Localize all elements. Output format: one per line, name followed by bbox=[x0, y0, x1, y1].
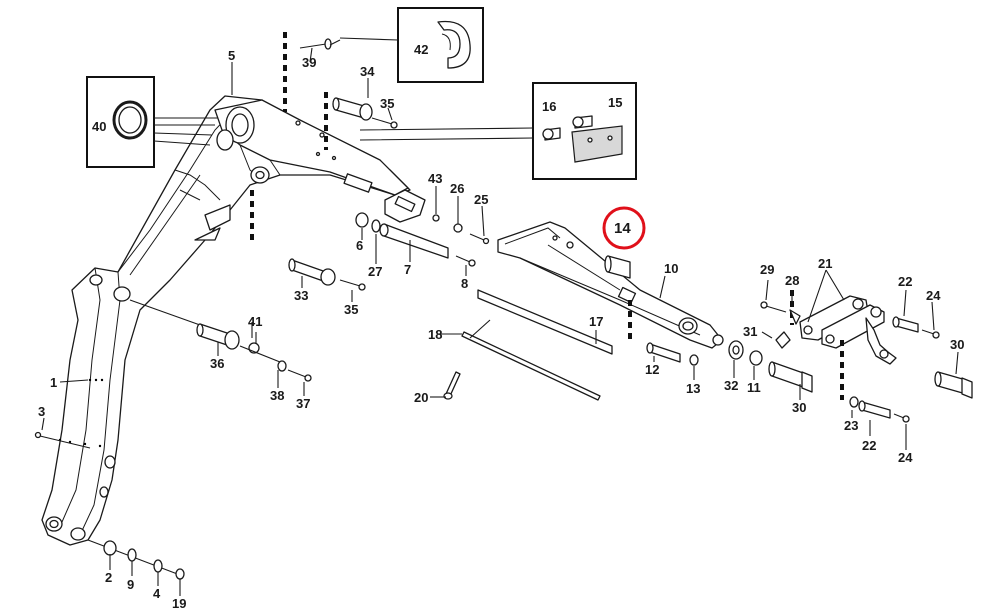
pin-14 bbox=[604, 255, 631, 279]
label-30a[interactable]: 30 bbox=[792, 400, 806, 415]
part-36 bbox=[129, 299, 260, 354]
parts-38-37 bbox=[239, 345, 312, 382]
parts-6-27 bbox=[355, 212, 381, 233]
part-18 bbox=[461, 319, 601, 401]
label-16[interactable]: 16 bbox=[542, 99, 556, 114]
label-6[interactable]: 6 bbox=[356, 238, 363, 253]
label-36[interactable]: 36 bbox=[210, 356, 224, 371]
label-32[interactable]: 32 bbox=[724, 378, 738, 393]
link-assembly bbox=[799, 295, 897, 365]
inset-box-40 bbox=[86, 76, 218, 168]
parts-22-24-bottom bbox=[849, 396, 910, 423]
label-19[interactable]: 19 bbox=[172, 596, 186, 611]
label-4[interactable]: 4 bbox=[153, 586, 161, 601]
label-39[interactable]: 39 bbox=[302, 55, 316, 70]
boom-assembly bbox=[41, 95, 426, 546]
label-26[interactable]: 26 bbox=[450, 181, 464, 196]
label-24b[interactable]: 24 bbox=[898, 450, 913, 465]
label-7[interactable]: 7 bbox=[404, 262, 411, 277]
part-labels: 1 2 3 4 5 6 7 8 9 10 11 12 13 14 15 16 1… bbox=[38, 42, 964, 611]
label-40[interactable]: 40 bbox=[92, 119, 106, 134]
label-23[interactable]: 23 bbox=[844, 418, 858, 433]
part-33 bbox=[288, 258, 366, 291]
part-34 bbox=[332, 97, 373, 121]
label-27[interactable]: 27 bbox=[368, 264, 382, 279]
label-38[interactable]: 38 bbox=[270, 388, 284, 403]
label-20[interactable]: 20 bbox=[414, 390, 428, 405]
part-7 bbox=[379, 223, 476, 267]
part-35-top bbox=[371, 117, 398, 129]
label-12[interactable]: 12 bbox=[645, 362, 659, 377]
parts-12-13 bbox=[646, 342, 699, 366]
label-21[interactable]: 21 bbox=[818, 256, 832, 271]
label-30b[interactable]: 30 bbox=[950, 337, 964, 352]
label-42[interactable]: 42 bbox=[414, 42, 428, 57]
label-11[interactable]: 11 bbox=[747, 380, 761, 395]
label-13[interactable]: 13 bbox=[686, 381, 700, 396]
label-8[interactable]: 8 bbox=[461, 276, 468, 291]
label-1[interactable]: 1 bbox=[50, 375, 57, 390]
part-30-b bbox=[934, 371, 973, 399]
label-2[interactable]: 2 bbox=[105, 570, 112, 585]
part-3 bbox=[34, 431, 91, 449]
parts-29-28 bbox=[760, 301, 801, 325]
part-17 bbox=[477, 289, 613, 355]
part-30-a bbox=[768, 361, 813, 393]
label-28[interactable]: 28 bbox=[785, 273, 799, 288]
label-24a[interactable]: 24 bbox=[926, 288, 941, 303]
label-35b[interactable]: 35 bbox=[344, 302, 358, 317]
label-29[interactable]: 29 bbox=[760, 262, 774, 277]
label-35a[interactable]: 35 bbox=[380, 96, 394, 111]
label-15[interactable]: 15 bbox=[608, 95, 622, 110]
inset-box-42 bbox=[339, 7, 484, 83]
label-18[interactable]: 18 bbox=[428, 327, 442, 342]
arm-assembly bbox=[497, 221, 724, 349]
label-22a[interactable]: 22 bbox=[898, 274, 912, 289]
label-34[interactable]: 34 bbox=[360, 64, 375, 79]
leader-lines bbox=[41, 39, 959, 596]
label-9[interactable]: 9 bbox=[127, 577, 134, 592]
label-17[interactable]: 17 bbox=[589, 314, 603, 329]
label-22b[interactable]: 22 bbox=[862, 438, 876, 453]
label-10[interactable]: 10 bbox=[664, 261, 678, 276]
label-25[interactable]: 25 bbox=[474, 192, 488, 207]
part-20 bbox=[443, 371, 461, 400]
label-3[interactable]: 3 bbox=[38, 404, 45, 419]
inset-box-15-16 bbox=[359, 82, 637, 180]
parts-43-26-25 bbox=[432, 214, 490, 245]
parts-32-11-31 bbox=[728, 331, 791, 366]
parts-22-24-right bbox=[892, 316, 940, 339]
label-37[interactable]: 37 bbox=[296, 396, 310, 411]
label-14[interactable]: 14 bbox=[614, 220, 631, 237]
label-31[interactable]: 31 bbox=[743, 324, 757, 339]
part-39 bbox=[299, 38, 332, 50]
label-5[interactable]: 5 bbox=[228, 48, 235, 63]
label-33[interactable]: 33 bbox=[294, 288, 308, 303]
label-41[interactable]: 41 bbox=[248, 314, 262, 329]
parts-2-9-4-19 bbox=[87, 539, 185, 580]
highlight-circle bbox=[602, 206, 646, 250]
label-43[interactable]: 43 bbox=[428, 171, 442, 186]
